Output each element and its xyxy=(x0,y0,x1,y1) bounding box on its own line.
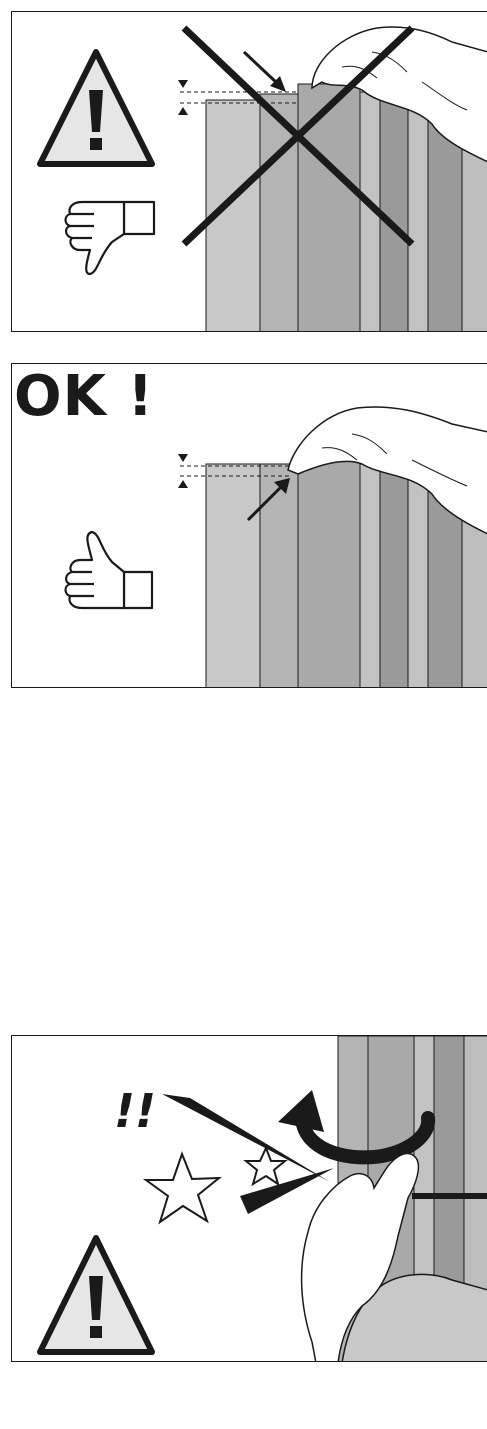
star-icon xyxy=(146,1154,219,1222)
wrong-assembly-panel xyxy=(11,11,487,332)
correct-assembly-panel: OK ! xyxy=(11,363,487,688)
rotation-warning-illustration xyxy=(12,1036,487,1362)
rotation-warning-panel: !! xyxy=(11,1035,487,1362)
warning-triangle-icon xyxy=(40,1238,152,1352)
thumbs-up-icon xyxy=(66,532,153,608)
thumbs-down-icon xyxy=(66,202,155,274)
wrong-assembly-illustration xyxy=(12,12,487,332)
ok-label: OK ! xyxy=(14,364,154,430)
double-exclamation-label: !! xyxy=(114,1086,156,1136)
warning-triangle-icon xyxy=(40,52,152,164)
